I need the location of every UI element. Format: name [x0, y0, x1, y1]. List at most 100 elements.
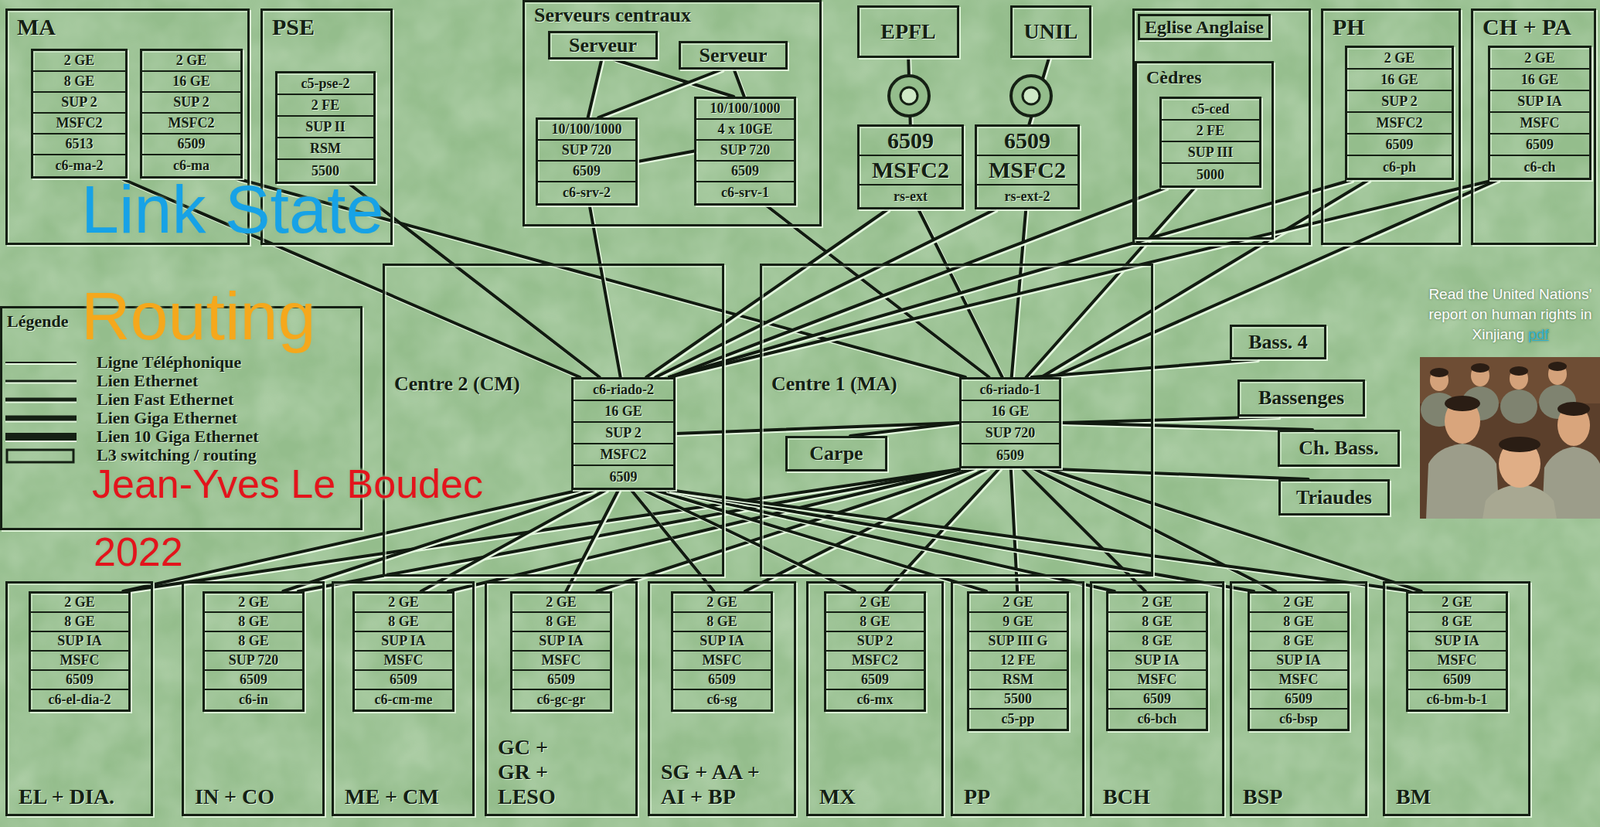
module-label: 8 GE [706, 612, 738, 631]
building-box: Cèdres c5-ced2 FESUP III5000 [1134, 61, 1274, 240]
module-label: c6-el-dia-2 [48, 691, 112, 709]
network-link [669, 180, 1353, 379]
module-label: SUP IA [1434, 632, 1480, 651]
module-label: 8 GE [64, 71, 96, 92]
module-row: 4 x 10GE [696, 119, 794, 141]
module-label: 10/100/1000 [551, 119, 622, 140]
building-box: BSP2 GE8 GE8 GESUP IAMSFC6509c6-bsp [1229, 581, 1368, 817]
router-box: 6509MSFC2rs-ext [857, 124, 964, 210]
device-name: Triaudes [1296, 486, 1372, 510]
module-row: 6509 [859, 126, 962, 157]
module-label: c5-pse-2 [301, 73, 351, 94]
building-name: Serveurs centraux [534, 3, 692, 27]
module-label: SUP IA [1517, 91, 1563, 112]
module-row: 8 GE [826, 612, 924, 633]
building-heading: EL + DIA. [18, 784, 115, 810]
module-row: 6509 [512, 670, 610, 691]
module-label: MSFC [1437, 651, 1478, 670]
module-label: 4 x 10GE [717, 119, 773, 140]
device-name: Bass. 4 [1248, 330, 1308, 355]
building-heading: PP [963, 784, 991, 810]
module-stack: 2 GE8 GE8 GESUP 7206509c6-in [202, 591, 305, 712]
module-label: MSFC [1520, 112, 1560, 133]
module-label: c6-srv-2 [562, 183, 611, 203]
module-row: 8 GE [33, 71, 126, 93]
module-row: 8 GE [673, 612, 771, 633]
module-label: 12 FE [1000, 651, 1036, 670]
module-label: c6-ph [1382, 156, 1417, 178]
building-heading: ME + CM [344, 784, 440, 810]
device-name: Serveur [568, 34, 637, 58]
building-box: EL + DIA.2 GE8 GESUP IAMSFC6509c6-el-dia… [5, 581, 154, 817]
module-row: 2 GE [673, 593, 771, 613]
module-label: 8 GE [1283, 612, 1315, 631]
module-row: MSFC2 [33, 113, 126, 135]
module-row: 2 GE [142, 51, 241, 72]
module-row: c6-gc-gr [512, 690, 610, 710]
building-heading: PSE [272, 13, 315, 41]
device-box: Triaudes [1278, 479, 1390, 516]
module-label: 6509 [861, 670, 889, 689]
module-label: MSFC [60, 651, 100, 670]
module-stack: c6-riado-116 GESUP 7206509 [959, 377, 1062, 469]
module-row: 8 GE [354, 612, 453, 633]
module-row: 6509 [977, 126, 1078, 157]
module-stack: 10/100/1000SUP 7206509c6-srv-2 [535, 117, 638, 206]
module-row: MSFC [354, 651, 453, 671]
module-stack: 2 GE16 GESUP IAMSFC6509c6-ch [1487, 45, 1592, 181]
module-row: 2 GE [33, 51, 126, 72]
module-row: MSFC [1408, 651, 1506, 671]
module-row: MSFC [1108, 670, 1206, 691]
module-label: SUP 720 [720, 140, 771, 160]
device-box: Ch. Bass. [1277, 429, 1400, 467]
module-label: MSFC2 [1376, 112, 1423, 133]
module-label: c5-pp [1000, 710, 1035, 729]
module-label: MSFC [1137, 670, 1178, 689]
module-row: 2 GE [1490, 47, 1590, 70]
module-stack: 10/100/10004 x 10GESUP 7206509c6-srv-1 [694, 96, 797, 206]
module-row: 6513 [33, 134, 126, 156]
module-row: MSFC [1249, 670, 1348, 691]
building-heading: CH + PA [1482, 13, 1572, 41]
network-link [1031, 359, 1259, 379]
module-row: MSFC [512, 651, 610, 671]
module-row: MSFC2 [573, 444, 674, 467]
module-row: 8 GE [1108, 632, 1206, 652]
module-stack: c5-ced2 FESUP III5000 [1159, 96, 1262, 188]
device-box: Carpe [785, 435, 888, 472]
module-row: 16 GE [573, 401, 674, 423]
device-name: Bassenges [1258, 386, 1345, 410]
module-row: SUP IA [1490, 91, 1590, 113]
legend-row: Lien Ethernet [2, 371, 361, 391]
module-label: 5500 [1004, 690, 1032, 709]
module-row: RSM [277, 138, 374, 160]
module-row: c6-riado-2 [573, 379, 674, 402]
module-row: 8 GE [204, 632, 303, 652]
module-row: 2 GE [1108, 593, 1206, 613]
building-name: SG + AA + AI + BP [660, 759, 785, 810]
people-illustration [1419, 357, 1600, 519]
building-box: SG + AA + AI + BP 2 GE8 GESUP IAMSFC6509c… [647, 581, 797, 817]
module-label: 6509 [177, 134, 206, 154]
module-row: c6-ph [1347, 156, 1452, 178]
module-label: 16 GE [172, 71, 211, 92]
module-label: 8 GE [1441, 612, 1473, 631]
building-name: CH + PA [1482, 13, 1572, 40]
device-box: UNIL [1010, 5, 1092, 58]
module-label: SUP 2 [857, 632, 894, 651]
module-row: 6509 [696, 161, 794, 183]
building-name: MX [819, 784, 856, 809]
module-label: c6-riado-2 [592, 379, 654, 400]
network-link [589, 205, 623, 379]
building-heading: Centre 2 (CM) [394, 372, 521, 396]
module-stack: 2 GE8 GESUP IAMSFC6509c6-sg [670, 591, 773, 712]
module-row: 6509 [961, 444, 1059, 467]
module-row: 2 GE [30, 593, 129, 613]
module-label: 6509 [609, 466, 638, 487]
legend-row: Lien Giga Ethernet [2, 408, 361, 428]
module-row: c6-in [204, 690, 303, 710]
building-heading: Cèdres [1146, 66, 1202, 89]
module-row: 10/100/1000 [696, 98, 794, 120]
module-label: c6-bm-b-1 [1426, 691, 1488, 709]
